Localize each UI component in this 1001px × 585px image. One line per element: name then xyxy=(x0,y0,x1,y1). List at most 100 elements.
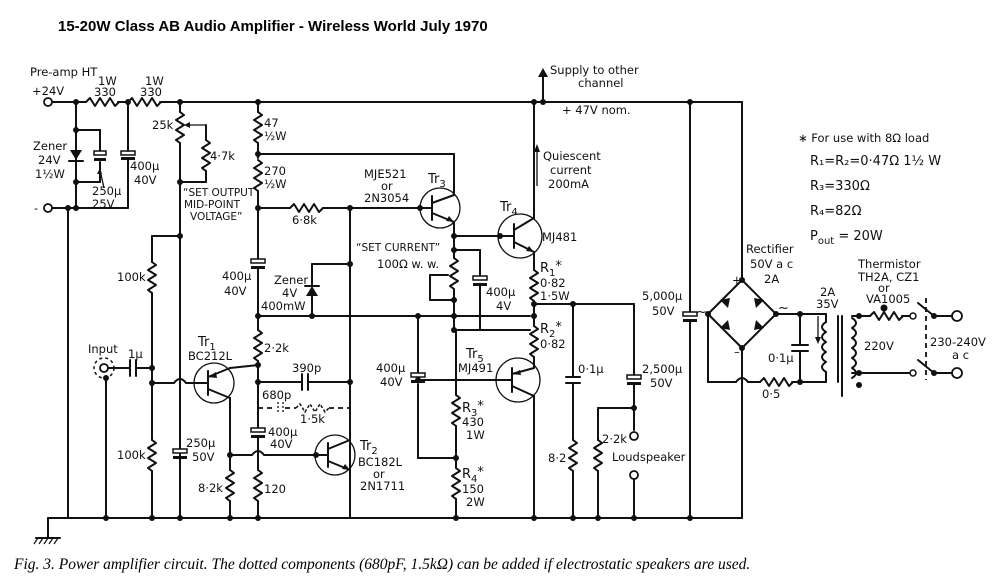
thermistor-label1: Thermistor xyxy=(857,257,921,271)
r2k2-out-label: 2·2k xyxy=(602,432,627,446)
diagram-title: 15-20W Class AB Audio Amplifier - Wirele… xyxy=(58,18,488,35)
thermistor-label2: TH2A, CZ1 xyxy=(857,270,919,284)
thermistor-label3: or xyxy=(878,281,890,295)
primary-voltage: 220V xyxy=(864,339,894,353)
zener-24v xyxy=(68,101,107,209)
c400-value: 400µ xyxy=(130,159,160,173)
mains-ac: a c xyxy=(952,348,969,362)
c400c-voltage: 4V xyxy=(496,299,511,313)
tr5-part: MJ491 xyxy=(458,361,493,375)
r3-r4-chain xyxy=(410,313,461,521)
tr3-or: or xyxy=(381,179,393,193)
c250-value: 250µ xyxy=(92,184,122,198)
rectifier-plus: + xyxy=(732,273,742,287)
set-current-label: “SET CURRENT” xyxy=(356,242,440,254)
c390p-label: 390p xyxy=(292,361,321,375)
note-r4: R₄=82Ω xyxy=(810,204,862,219)
secondary-current: 2A xyxy=(820,285,835,299)
tr4-part: MJ481 xyxy=(542,230,577,244)
r100k-bottom-label: 100k xyxy=(117,448,146,462)
tr3-part1: MJE521 xyxy=(364,167,407,181)
r47-label: 47 xyxy=(264,116,279,130)
mains-terminal-neutral xyxy=(951,367,963,379)
zener4-voltage: 4V xyxy=(282,286,297,300)
r330b-value: 330 xyxy=(140,85,162,99)
r1-label: R1* xyxy=(540,259,562,279)
r4-label: R4* xyxy=(462,465,484,485)
thermistor-label4: VA1005 xyxy=(866,292,910,306)
tr1-label: Tr1 xyxy=(197,335,216,353)
r100k-top-label: 100k xyxy=(117,270,146,284)
c400e-value: 400µ xyxy=(376,361,406,375)
plus24-label: +24V xyxy=(32,84,64,98)
minus-terminal xyxy=(43,203,53,213)
c01u-psu-label: 0·1µ xyxy=(768,351,794,365)
c2500-value: 2,500µ xyxy=(642,362,683,376)
transistor-tr4 xyxy=(497,68,635,369)
quiescent-label2: current xyxy=(550,163,592,177)
output-network xyxy=(565,301,642,521)
c400b-value: 400µ xyxy=(222,269,252,283)
r3-value: 430 xyxy=(462,415,484,429)
r1-power: 1·5W xyxy=(540,289,570,303)
transistor-tr5 xyxy=(415,357,541,521)
c400d-voltage: 40V xyxy=(270,437,293,451)
supply-other-label2: channel xyxy=(578,76,624,90)
tr3-label: Tr3 xyxy=(427,172,446,190)
r8-2-label: 8·2 xyxy=(548,451,566,465)
rectifier-label: Rectifier xyxy=(746,242,794,256)
mains-transformer xyxy=(815,304,917,397)
c400e-voltage: 40V xyxy=(380,375,403,389)
r47-power: ½W xyxy=(264,129,287,143)
mains-terminal-live xyxy=(951,310,963,322)
set-output-line2: MID-POINT xyxy=(184,199,241,211)
input-stage xyxy=(93,233,195,521)
zener4-label: Zener xyxy=(274,273,308,287)
mains-voltage: 230-240V xyxy=(930,335,986,349)
r120-label: 120 xyxy=(264,482,286,496)
tr2-label: Tr2 xyxy=(359,439,378,457)
set-output-line1: “SET OUTPUT xyxy=(183,187,255,199)
speaker-terminal-negative xyxy=(629,470,639,480)
rail-voltage-label: + 47V nom. xyxy=(562,103,631,117)
r4-value: 150 xyxy=(462,482,484,496)
tr2-or: or xyxy=(373,467,385,481)
tr3-part2: 2N3054 xyxy=(364,191,409,205)
r330a-value: 330 xyxy=(94,85,116,99)
set-current-value: 100Ω w. w. xyxy=(377,257,439,271)
r4-power: 2W xyxy=(466,495,485,509)
input-terminal xyxy=(99,363,109,373)
r2-value: 0·82 xyxy=(540,337,566,351)
pot25k-label: 25k xyxy=(152,118,174,132)
r1-value: 0·82 xyxy=(540,276,566,290)
tr2-part2: 2N1711 xyxy=(360,479,405,493)
tr2-part1: BC182L xyxy=(358,455,403,469)
rectifier-voltage: 50V a c xyxy=(750,257,793,271)
set-output-line3: VOLTAGE” xyxy=(190,211,242,223)
c1u-label: 1µ xyxy=(128,347,143,361)
supply-wiring xyxy=(33,97,743,545)
zener4-power: 400mW xyxy=(261,299,306,313)
transistor-tr1 xyxy=(193,362,317,521)
tr1-part: BC212L xyxy=(188,349,233,363)
mains-switch[interactable] xyxy=(917,298,963,380)
c250b-value: 250µ xyxy=(186,436,216,450)
r1k5-label: 1·5k xyxy=(300,412,325,426)
note-pout: Pout = 20W xyxy=(810,229,883,247)
tr5-label: Tr5 xyxy=(465,347,484,365)
feedback-caps xyxy=(257,373,353,414)
c400c-value: 400µ xyxy=(486,285,516,299)
quiescent-label3: 200mA xyxy=(548,177,589,191)
zener24-power: 1½W xyxy=(35,167,65,181)
r3-power: 1W xyxy=(466,428,485,442)
r0-5-label: 0·5 xyxy=(762,387,780,401)
r3-label: R3* xyxy=(462,399,484,419)
tr4-label: Tr4 xyxy=(499,200,518,218)
rectifier-minus: – xyxy=(734,345,740,359)
minus-label: - xyxy=(34,201,38,215)
c2500-voltage: 50V xyxy=(650,376,673,390)
c5000-voltage: 50V xyxy=(652,304,675,318)
r270-power: ½W xyxy=(264,177,287,191)
c400b-voltage: 40V xyxy=(224,284,247,298)
